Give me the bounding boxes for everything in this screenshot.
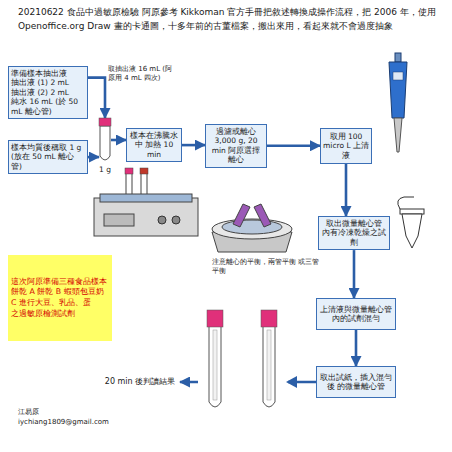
- sample-tube: 1 g: [99, 118, 111, 162]
- centrifuge-drawing: [212, 204, 292, 252]
- flow-arrow: [345, 164, 348, 216]
- water-bath-drawing: [94, 168, 198, 236]
- node-text: 準備樣本抽出液 抽出液 (1) 2 mL 抽出液 (2) 2 mL 純水 16 …: [11, 69, 85, 116]
- note-box: 這次阿原準備三種食品樣本 餅乾 A 餅乾 B 蝦頭包豆奶 C 進行大豆、乳品、蛋…: [8, 255, 112, 341]
- flow-arrow: [111, 139, 126, 142]
- process-box: 準備樣本抽出液 抽出液 (1) 2 mL 抽出液 (2) 2 mL 純水 16 …: [8, 66, 88, 119]
- node-text: 樣本均質後稱取 1 g (放在 50 mL 離心管): [11, 143, 85, 171]
- tube-outline: [99, 118, 111, 162]
- flow-arrow: [182, 144, 205, 147]
- flow-arrow: [353, 250, 356, 298]
- node-text: 上清液與微量離心管 內的試劑混勻: [319, 305, 393, 324]
- process-box: 樣本均質後稱取 1 g (放在 50 mL 離心管): [8, 140, 88, 174]
- node-text: 取出微量離心管 內有冷凍乾燥之試劑: [321, 219, 387, 247]
- process-box: 樣本在沸騰水中 加熱 10 min: [126, 128, 182, 162]
- flow-arrow: [267, 145, 320, 148]
- process-box: 過濾或離心 3,000 g, 20 min 阿原選擇離心: [205, 124, 267, 168]
- node-text: 取用 100 micro L 上清液: [323, 132, 369, 160]
- process-box: 取用 100 micro L 上清液: [320, 128, 372, 164]
- edge-label: 取抽出液 16 mL (阿原用 4 mL 四次): [108, 65, 174, 83]
- flow-arrow: [88, 78, 105, 118]
- microtube-drawing: [398, 197, 424, 248]
- title-text: 20210622 食品中過敏原檢驗 阿原參考 Kikkoman 官方手冊把敘述轉…: [18, 5, 446, 33]
- node-text: 20 min 後判讀結果: [101, 377, 179, 387]
- tube-body: [100, 126, 110, 160]
- author-name: 江易原: [18, 408, 98, 417]
- process-box: 上清液與微量離心管 內的試劑混勻: [316, 298, 396, 330]
- process-box: 取出試紙，插入混勻後 的微量離心管: [316, 366, 396, 398]
- tube-cap: [99, 118, 111, 126]
- flow-arrow: [180, 381, 316, 384]
- node-text: 這次阿原準備三種食品樣本 餅乾 A 餅乾 B 蝦頭包豆奶 C 進行大豆、乳品、蛋…: [11, 277, 109, 319]
- weight-label: 1 g: [91, 165, 119, 174]
- node-text: 樣本在沸騰水中 加熱 10 min: [129, 131, 179, 159]
- result-text-node: 20 min 後判讀結果: [100, 374, 180, 390]
- process-box: 取出微量離心管 內有冷凍乾燥之試劑: [318, 216, 390, 250]
- author-email: iychiang1809@gmail.com: [18, 418, 138, 427]
- node-text: 取出試紙，插入混勻後 的微量離心管: [319, 373, 393, 392]
- pipette-drawing: [389, 53, 407, 152]
- flow-arrow: [88, 156, 99, 159]
- note-text: 注意離心的平衡，兩管平衡 或三管平衡: [212, 258, 324, 276]
- node-text: 過濾或離心 3,000 g, 20 min 阿原選擇離心: [208, 127, 264, 165]
- flow-arrow: [355, 330, 358, 366]
